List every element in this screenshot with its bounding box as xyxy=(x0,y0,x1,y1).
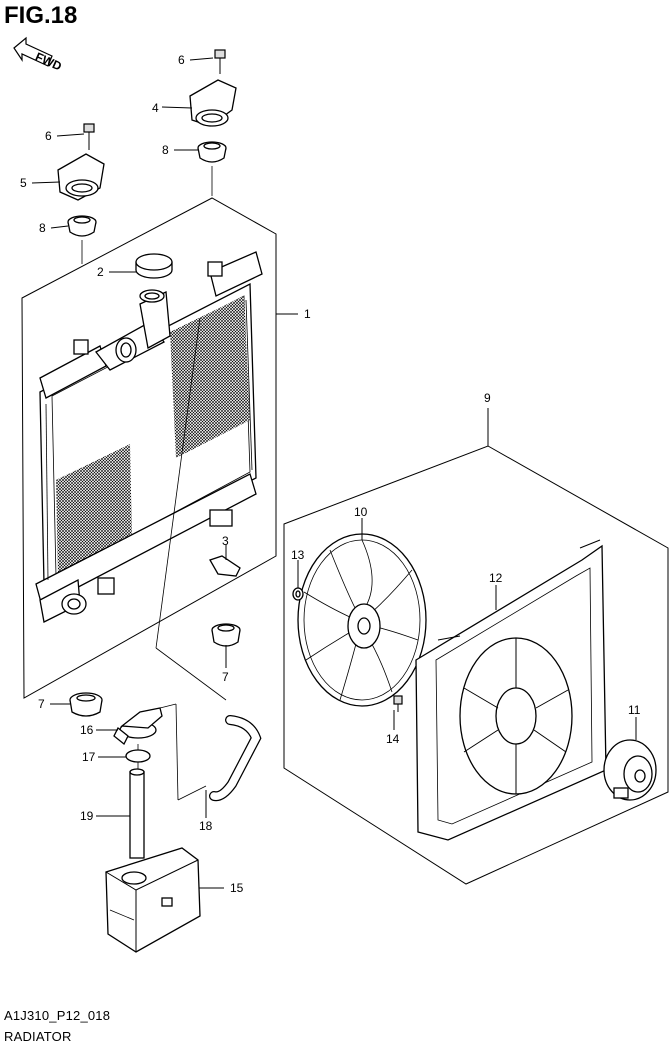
drain-plug xyxy=(209,550,241,577)
radiator-core xyxy=(35,251,263,623)
callout-13: 13 xyxy=(291,548,305,562)
radiator-mount-right xyxy=(207,261,223,277)
callout-16: 16 xyxy=(80,723,94,737)
radiator-assembly-box xyxy=(21,197,298,699)
callout-9: 9 xyxy=(484,391,491,405)
callout-8-left: 8 xyxy=(39,221,46,235)
reservoir-seal xyxy=(125,749,151,763)
callout-18: 18 xyxy=(199,819,213,833)
rubber-mount-7-tank xyxy=(69,692,103,717)
bolt-6-left xyxy=(83,123,95,150)
radiator-inlet-pipe xyxy=(95,289,171,371)
fan-nut xyxy=(292,587,304,601)
callout-6-top: 6 xyxy=(178,53,185,67)
figure-code: A1J310_P12_018 xyxy=(4,1008,111,1023)
reservoir-cap xyxy=(113,707,163,746)
fan-shroud xyxy=(415,539,607,841)
radiator-lower-bracket-left xyxy=(97,577,115,595)
reservoir-pipe xyxy=(129,768,145,859)
callout-15: 15 xyxy=(230,881,244,895)
callout-6-left: 6 xyxy=(45,129,52,143)
upper-mount-bracket-5 xyxy=(57,153,105,201)
rubber-mount-8-top xyxy=(197,141,227,163)
leader-lines xyxy=(31,57,637,889)
bolt-6-top xyxy=(214,49,226,74)
callout-4: 4 xyxy=(152,101,159,115)
callout-2: 2 xyxy=(97,265,104,279)
fwd-label: FWD xyxy=(33,50,64,74)
radiator-mount-left xyxy=(73,339,89,355)
callout-3: 3 xyxy=(222,534,229,548)
figure-title: FIG.18 xyxy=(4,2,78,29)
callout-10: 10 xyxy=(354,505,368,519)
radiator-cap xyxy=(135,253,173,279)
callout-11: 11 xyxy=(628,703,641,717)
figure-name: RADIATOR xyxy=(4,1029,72,1044)
fan-motor xyxy=(603,739,657,801)
callout-17: 17 xyxy=(82,750,96,764)
fan-assembly-box xyxy=(283,408,669,885)
radiator-lower-bracket xyxy=(209,509,233,527)
reservoir-hose xyxy=(209,715,262,802)
assembly-guide-lines xyxy=(81,166,227,801)
rubber-mount-8-left xyxy=(67,215,97,237)
callout-5: 5 xyxy=(20,176,27,190)
callout-14: 14 xyxy=(386,732,400,746)
rubber-mount-7-lower xyxy=(211,623,241,647)
callout-1: 1 xyxy=(304,307,311,321)
cooling-fan xyxy=(297,533,427,707)
callout-7-tank: 7 xyxy=(38,697,45,711)
radiator-outlet-pipe xyxy=(61,593,87,615)
reservoir-tank xyxy=(105,847,201,953)
fan-motor-screw xyxy=(393,695,403,712)
callout-19: 19 xyxy=(80,809,94,823)
upper-mount-bracket-4 xyxy=(189,79,237,127)
callout-7-lower: 7 xyxy=(222,670,229,684)
fwd-arrow-icon: FWD xyxy=(13,36,64,74)
callout-8-top: 8 xyxy=(162,143,169,157)
callout-12: 12 xyxy=(489,571,503,585)
